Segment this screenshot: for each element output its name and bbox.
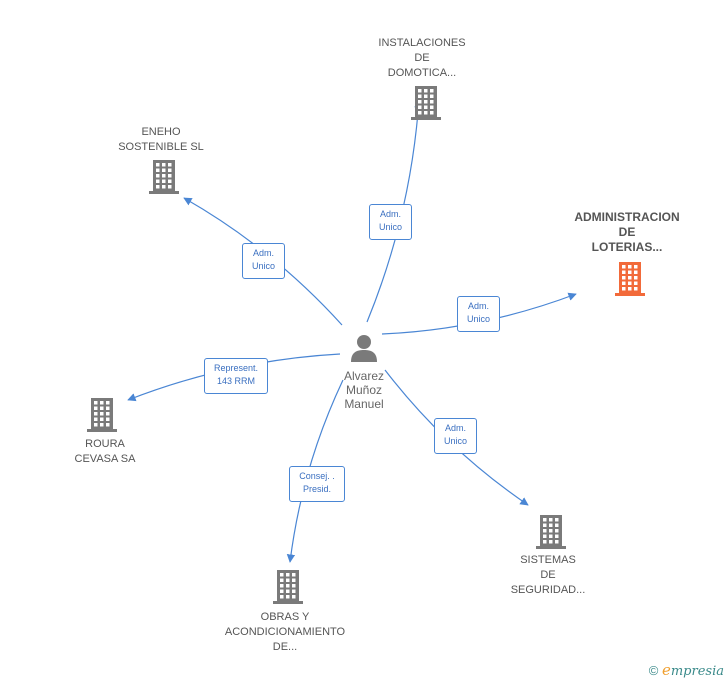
- brand-logo: empresia: [661, 661, 724, 679]
- building-icon-obras[interactable]: [272, 570, 304, 604]
- edge-label-eneho: Adm. Unico: [242, 243, 285, 279]
- person-icon[interactable]: [349, 334, 379, 362]
- edge-label-roura: Represent. 143 RRM: [204, 358, 268, 394]
- building-icon-roura[interactable]: [86, 398, 118, 432]
- building-icon-administracion[interactable]: [614, 262, 646, 296]
- edge-label-instalaciones: Adm. Unico: [369, 204, 412, 240]
- edge-label-sistemas: Adm. Unico: [434, 418, 477, 454]
- building-icon-eneho[interactable]: [148, 160, 180, 194]
- node-label-instalaciones[interactable]: INSTALACIONES DE DOMOTICA...: [378, 37, 466, 79]
- edge-label-administracion: Adm. Unico: [457, 296, 500, 332]
- footer-brand: © empresia: [649, 661, 724, 679]
- node-label-administracion[interactable]: ADMINISTRACION DE LOTERIAS...: [574, 210, 680, 254]
- node-label-sistemas[interactable]: SISTEMAS DE SEGURIDAD...: [510, 554, 586, 596]
- building-icon-sistemas[interactable]: [535, 515, 567, 549]
- edges-layer: [127, 99, 577, 563]
- center-person-name[interactable]: Alvarez Muñoz Manuel: [343, 369, 384, 411]
- edge-label-obras: Consej. . Presid.: [289, 466, 345, 502]
- node-label-roura[interactable]: ROURA CEVASA SA: [74, 438, 136, 465]
- copyright-icon: ©: [648, 663, 659, 678]
- building-icon-instalaciones[interactable]: [410, 86, 442, 120]
- node-label-obras[interactable]: OBRAS Y ACONDICIONAMIENTO DE...: [224, 611, 346, 653]
- node-label-eneho[interactable]: ENEHO SOSTENIBLE SL: [118, 126, 204, 153]
